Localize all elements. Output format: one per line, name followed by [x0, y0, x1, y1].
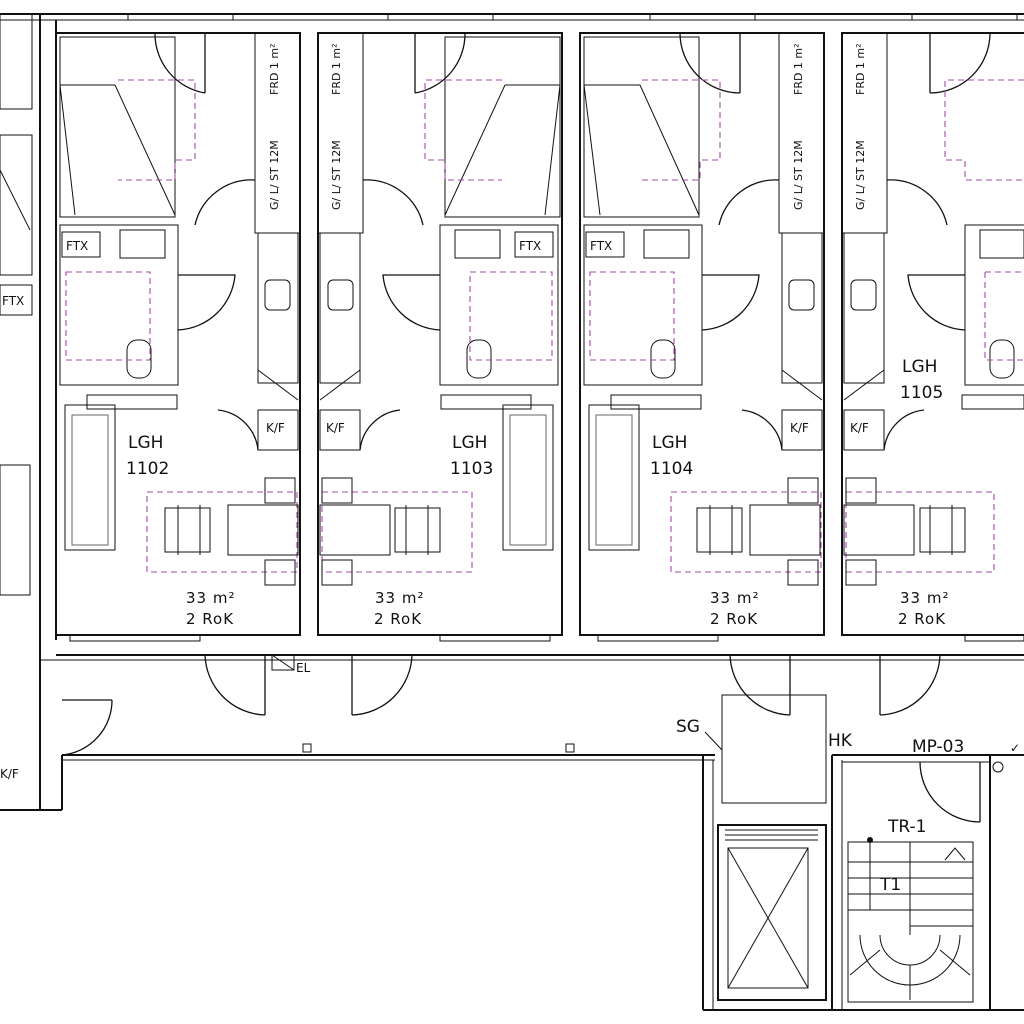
- unit-1102-lgh-label: LGH: [128, 433, 163, 453]
- hk-label: HK: [828, 731, 853, 751]
- unit-1103-frd-label: FRD 1 m²: [330, 43, 343, 95]
- unit-1105-number: 1105: [900, 383, 943, 403]
- unit-1102-frd-label: FRD 1 m²: [268, 43, 281, 95]
- unit-1105-lgh-label: LGH: [902, 357, 937, 377]
- unit-1105-frd-label: FRD 1 m²: [854, 43, 867, 95]
- unit-1104-ftx-label: FTX: [590, 239, 612, 253]
- unit-1104-glst-label: G/ L/ ST 12M: [792, 140, 805, 210]
- mp-label: MP-03: [912, 737, 964, 757]
- outer-walls: [0, 13, 1024, 811]
- unit-1103-ftx-label: FTX: [519, 239, 541, 253]
- unit-1102-ftx-label: FTX: [66, 239, 88, 253]
- unit-1104-kf-label: K/F: [790, 421, 809, 435]
- unit-1103-glst-label: G/ L/ ST 12M: [330, 140, 343, 210]
- building-core: SG HK MP-03 ✓ TR-1: [676, 694, 1024, 1011]
- unit-1104-lgh-label: LGH: [652, 433, 687, 453]
- unit-1103-area: 33 m²: [375, 589, 424, 607]
- unit-1105-kf-label: K/F: [850, 421, 869, 435]
- left-kf-label: K/F: [0, 767, 19, 781]
- unit-1105-glst-label: G/ L/ ST 12M: [854, 140, 867, 210]
- unit-1102-rooms: 2 RoK: [186, 610, 234, 628]
- unit-1102: FRD 1 m² G/ L/ ST 12M FTX K/F LGH 1102 3…: [55, 32, 301, 716]
- svg-text:✓: ✓: [1010, 741, 1020, 755]
- unit-1104-number: 1104: [650, 459, 693, 479]
- unit-1105-rooms: 2 RoK: [898, 610, 946, 628]
- unit-1105-area: 33 m²: [900, 589, 949, 607]
- el-label: EL: [296, 661, 311, 675]
- unit-1104-rooms: 2 RoK: [710, 610, 758, 628]
- left-ftx-label: FTX: [2, 294, 24, 308]
- unit-1104-area: 33 m²: [710, 589, 759, 607]
- unit-1103-rooms: 2 RoK: [374, 610, 422, 628]
- unit-1102-number: 1102: [126, 459, 169, 479]
- unit-1102-kf-label: K/F: [266, 421, 285, 435]
- ti-label: T1: [879, 875, 901, 895]
- unit-1103: FRD 1 m² G/ L/ ST 12M FTX K/F LGH 1103 3…: [271, 32, 563, 716]
- sg-label: SG: [676, 717, 700, 737]
- tr-label: TR-1: [887, 817, 926, 837]
- left-fragment: FTX K/F: [0, 13, 113, 781]
- unit-1104: FRD 1 m² G/ L/ ST 12M FTX K/F LGH 1104 3…: [579, 32, 825, 716]
- unit-1102-area: 33 m²: [186, 589, 235, 607]
- unit-1104-frd-label: FRD 1 m²: [792, 43, 805, 95]
- unit-1103-number: 1103: [450, 459, 493, 479]
- unit-1103-kf-label: K/F: [326, 421, 345, 435]
- unit-1102-glst-label: G/ L/ ST 12M: [268, 140, 281, 210]
- unit-1105: FRD 1 m² G/ L/ ST 12M K/F LGH 1105 33 m²…: [841, 32, 1024, 716]
- unit-1103-lgh-label: LGH: [452, 433, 487, 453]
